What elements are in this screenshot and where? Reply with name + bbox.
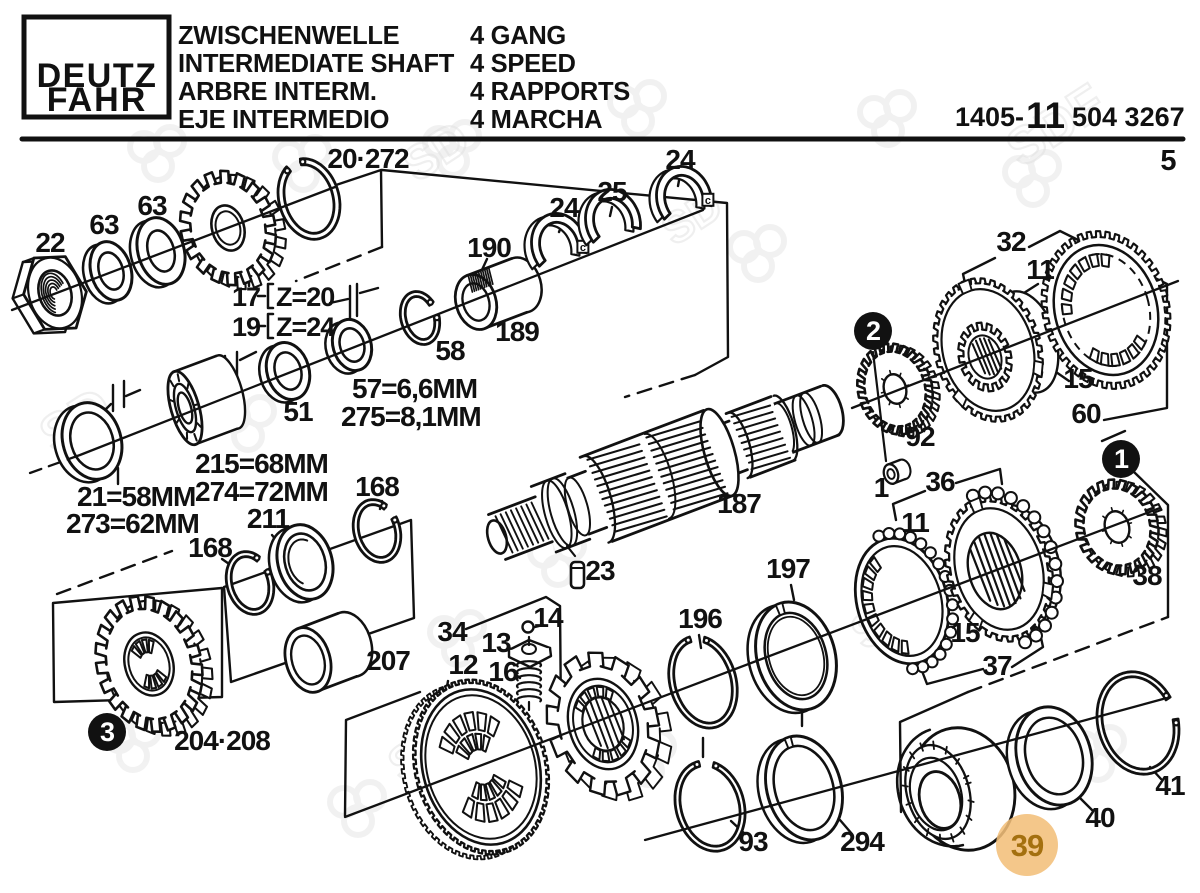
svg-text:41: 41: [1155, 770, 1185, 801]
svg-text:211: 211: [247, 503, 290, 534]
svg-text:23: 23: [585, 555, 615, 586]
svg-text:c: c: [580, 242, 586, 254]
svg-text:3: 3: [100, 717, 115, 747]
svg-text:2: 2: [866, 316, 880, 346]
svg-text:11: 11: [1026, 254, 1054, 285]
svg-text:189: 189: [495, 316, 539, 347]
svg-text:FAHR: FAHR: [47, 81, 148, 119]
svg-text:92: 92: [905, 421, 935, 452]
svg-text:12: 12: [448, 649, 478, 680]
svg-text:16: 16: [488, 656, 518, 687]
svg-text:275=8,1MM: 275=8,1MM: [341, 401, 481, 432]
svg-text:1: 1: [874, 472, 889, 503]
svg-text:19: 19: [232, 312, 261, 342]
svg-text:34: 34: [437, 616, 468, 647]
svg-text:197: 197: [766, 553, 810, 584]
svg-text:58: 58: [435, 335, 465, 366]
svg-text:17: 17: [232, 282, 260, 312]
svg-text:ZWISCHENWELLE: ZWISCHENWELLE: [178, 22, 400, 50]
svg-text:22: 22: [35, 227, 65, 258]
svg-text:294: 294: [840, 826, 885, 857]
svg-text:1405-: 1405-: [955, 102, 1024, 132]
svg-text:5: 5: [1160, 145, 1176, 177]
svg-text:4 SPEED: 4 SPEED: [470, 50, 576, 78]
svg-text:Z=24: Z=24: [276, 312, 335, 342]
svg-text:274=72MM: 274=72MM: [195, 476, 328, 507]
svg-text:1: 1: [1114, 444, 1129, 474]
svg-text:37: 37: [982, 650, 1012, 681]
svg-text:36: 36: [925, 466, 955, 497]
svg-text:15: 15: [950, 617, 980, 648]
svg-text:504 3267: 504 3267: [1072, 102, 1185, 132]
svg-text:51: 51: [283, 396, 313, 427]
svg-text:63: 63: [89, 209, 119, 240]
svg-text:4 RAPPORTS: 4 RAPPORTS: [470, 78, 630, 106]
svg-text:40: 40: [1085, 802, 1115, 833]
svg-text:215=68MM: 215=68MM: [195, 448, 328, 479]
svg-text:INTERMEDIATE SHAFT: INTERMEDIATE SHAFT: [178, 50, 455, 78]
svg-text:15: 15: [1063, 363, 1093, 394]
svg-text:273=62MM: 273=62MM: [66, 508, 199, 539]
svg-text:168: 168: [355, 471, 399, 502]
svg-text:57=6,6MM: 57=6,6MM: [352, 373, 477, 404]
svg-text:13: 13: [481, 627, 511, 658]
svg-text:39: 39: [1011, 828, 1044, 863]
svg-text:24: 24: [549, 192, 580, 223]
svg-text:25: 25: [597, 176, 627, 207]
svg-text:Z=20: Z=20: [276, 282, 334, 312]
svg-text:21=58MM: 21=58MM: [77, 481, 195, 512]
svg-text:187: 187: [717, 488, 761, 519]
svg-text:168: 168: [188, 532, 232, 563]
svg-text:204·208: 204·208: [174, 725, 270, 756]
svg-text:24: 24: [665, 144, 696, 175]
svg-text:190: 190: [467, 232, 511, 263]
svg-text:ARBRE INTERM.: ARBRE INTERM.: [178, 78, 377, 106]
svg-text:196: 196: [678, 603, 722, 634]
svg-text:4 GANG: 4 GANG: [470, 22, 566, 50]
svg-text:93: 93: [738, 826, 768, 857]
svg-text:4 MARCHA: 4 MARCHA: [470, 106, 602, 134]
svg-text:20·272: 20·272: [327, 143, 409, 174]
svg-text:60: 60: [1071, 398, 1101, 429]
svg-text:11: 11: [1026, 95, 1065, 136]
svg-text:207: 207: [366, 645, 410, 676]
svg-text:c: c: [705, 195, 711, 207]
svg-text:63: 63: [137, 190, 167, 221]
svg-text:32: 32: [996, 226, 1026, 257]
svg-text:DEUTZ: DEUTZ: [37, 57, 158, 95]
svg-text:EJE INTERMEDIO: EJE INTERMEDIO: [178, 106, 389, 134]
svg-text:38: 38: [1132, 560, 1162, 591]
svg-text:11: 11: [901, 507, 929, 538]
svg-text:14: 14: [533, 602, 564, 633]
